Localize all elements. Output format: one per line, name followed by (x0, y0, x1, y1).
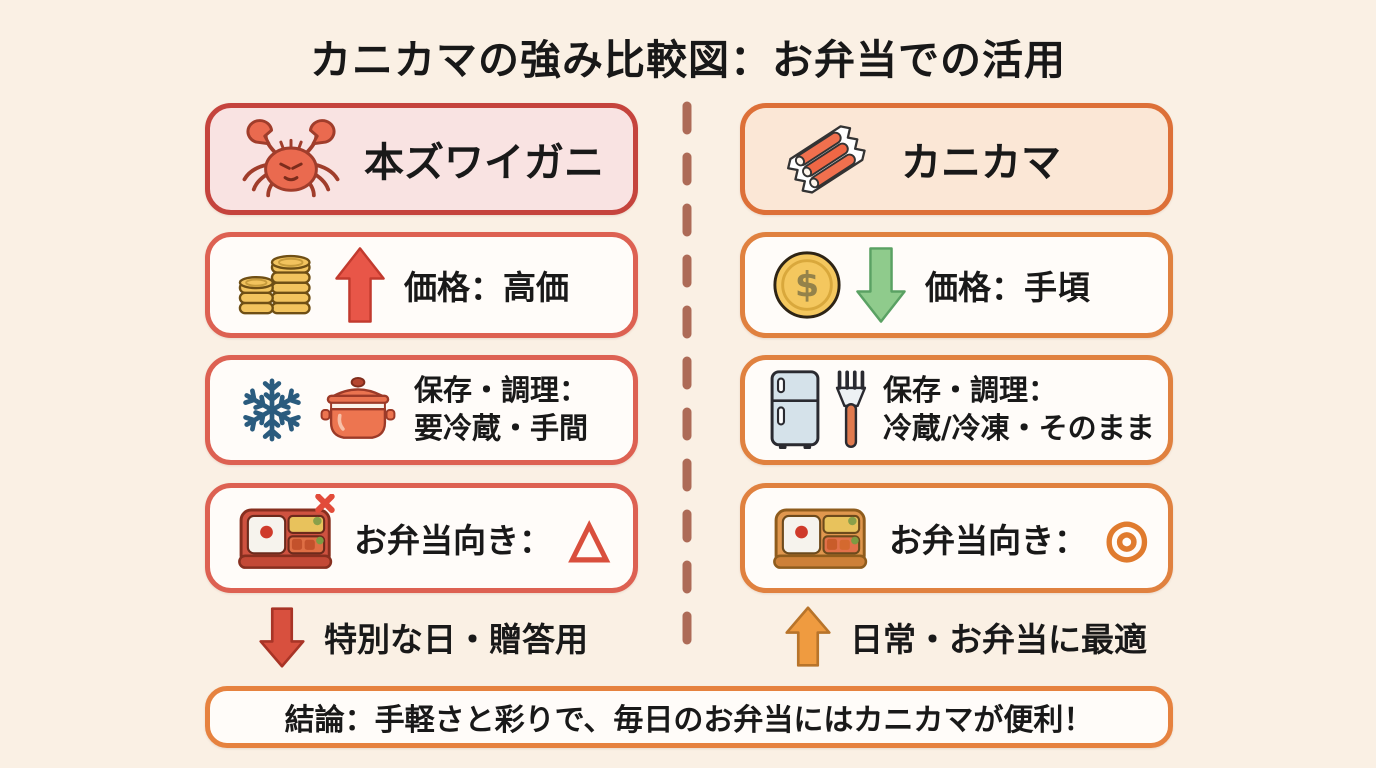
right-summary-row: 日常・お弁当に最適 (784, 604, 1147, 670)
bento-box-icon (773, 508, 868, 569)
arrow-down-green-icon (856, 247, 906, 323)
left-header-card: 本ズワイガニ (205, 103, 638, 215)
right-storage-line2: 冷蔵/冷凍・そのまま (883, 411, 1155, 445)
dollar-coin-icon: $ (773, 251, 841, 319)
right-storage-card: 保存・調理： 冷蔵/冷凍・そのまま (740, 355, 1173, 465)
left-bento-label: お弁当向き： (354, 521, 552, 560)
conclusion-label: 結論：手軽さと彩りで、毎日のお弁当にはカニカマが便利！ (284, 703, 1094, 738)
arrow-up-orange-icon (785, 606, 831, 667)
left-summary-row: 特別な日・贈答用 (258, 604, 588, 670)
right-header-card: カニカマ (740, 103, 1173, 215)
snowflake-icon (243, 378, 301, 442)
right-price-card: $ 価格：手頃 (740, 232, 1173, 338)
svg-text:$: $ (795, 265, 819, 306)
left-summary-label: 特別な日・贈答用 (324, 620, 588, 659)
left-storage-label: 保存・調理： 要冷蔵・手間 (414, 372, 588, 447)
right-bento-label: お弁当向き： (889, 521, 1087, 560)
arrow-up-red-icon (335, 247, 385, 323)
right-storage-label: 保存・調理： 冷蔵/冷凍・そのまま (883, 372, 1155, 447)
double-circle-mark: ◎ (1104, 509, 1150, 567)
page-title: カニカマの強み比較図：お弁当での活用 (310, 36, 1066, 84)
crab-sticks-icon (787, 125, 866, 194)
left-storage-line2: 要冷蔵・手間 (414, 411, 589, 445)
right-header-label: カニカマ (901, 140, 1061, 186)
left-storage-card: 保存・調理： 要冷蔵・手間 (205, 355, 638, 465)
left-storage-line1: 保存・調理： (414, 373, 589, 408)
right-summary-label: 日常・お弁当に最適 (850, 620, 1147, 659)
right-bento-card: お弁当向き： ◎ (740, 483, 1173, 593)
cross-badge-icon (315, 494, 335, 513)
triangle-mark: △ (569, 509, 610, 567)
bento-box-icon (238, 494, 335, 569)
arrow-down-red-icon (259, 607, 305, 668)
left-header-label: 本ズワイガニ (364, 140, 604, 186)
left-price-label: 価格：高価 (404, 268, 569, 307)
left-bento-card: お弁当向き： △ (205, 483, 638, 593)
pot-icon (320, 376, 396, 439)
fork-icon (835, 370, 867, 449)
right-price-label: 価格：手頃 (925, 268, 1090, 307)
fridge-icon (770, 370, 820, 450)
right-storage-line1: 保存・調理： (883, 373, 1058, 408)
coin-stack-icon (238, 254, 311, 315)
crab-icon (242, 119, 340, 198)
conclusion-banner: 結論：手軽さと彩りで、毎日のお弁当にはカニカマが便利！ (205, 686, 1173, 748)
dashed-divider (682, 101, 692, 661)
left-price-card: 価格：高価 (205, 232, 638, 338)
